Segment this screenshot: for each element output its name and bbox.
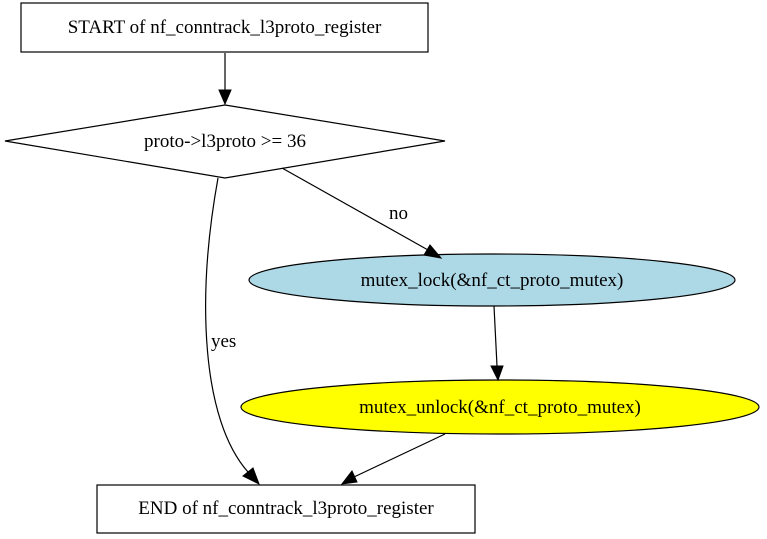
edge-arrowhead bbox=[242, 467, 260, 486]
edge-line bbox=[353, 433, 446, 478]
start-node-label: START of nf_conntrack_l3proto_register bbox=[68, 17, 382, 38]
decision-node[interactable]: proto->l3proto >= 36 bbox=[4, 104, 446, 179]
edge-decision-to-end: yes bbox=[205, 177, 260, 486]
edge-label-no: no bbox=[389, 203, 408, 224]
mutex-unlock-node[interactable]: mutex_unlock(&nf_ct_proto_mutex) bbox=[240, 379, 760, 435]
mutex-lock-node[interactable]: mutex_lock(&nf_ct_proto_mutex) bbox=[248, 253, 736, 307]
edge-decision-to-lock: no bbox=[281, 167, 443, 259]
end-node-label: END of nf_conntrack_l3proto_register bbox=[138, 498, 434, 519]
edge-arrowhead bbox=[218, 89, 232, 106]
decision-node-label: proto->l3proto >= 36 bbox=[144, 131, 306, 152]
edge-arrowhead bbox=[423, 244, 443, 259]
edge-arrowhead bbox=[340, 470, 358, 485]
edge-line bbox=[493, 305, 498, 367]
end-node-box bbox=[96, 484, 476, 534]
edge-line bbox=[205, 177, 249, 473]
edge-arrowhead bbox=[490, 365, 504, 382]
mutex-lock-node-ellipse bbox=[248, 253, 736, 307]
mutex-lock-node-label: mutex_lock(&nf_ct_proto_mutex) bbox=[361, 270, 624, 291]
decision-node-diamond bbox=[4, 104, 446, 179]
mutex-unlock-node-ellipse bbox=[240, 379, 760, 435]
start-node[interactable]: START of nf_conntrack_l3proto_register bbox=[20, 2, 429, 53]
mutex-unlock-node-label: mutex_unlock(&nf_ct_proto_mutex) bbox=[359, 397, 641, 418]
end-node[interactable]: END of nf_conntrack_l3proto_register bbox=[96, 484, 476, 534]
edge-line bbox=[281, 167, 429, 251]
edge-start-to-decision bbox=[218, 53, 232, 106]
edge-lock-to-unlock bbox=[490, 305, 504, 382]
edge-label-yes: yes bbox=[211, 331, 236, 352]
start-node-box bbox=[20, 2, 429, 53]
edge-unlock-to-end bbox=[340, 433, 446, 485]
